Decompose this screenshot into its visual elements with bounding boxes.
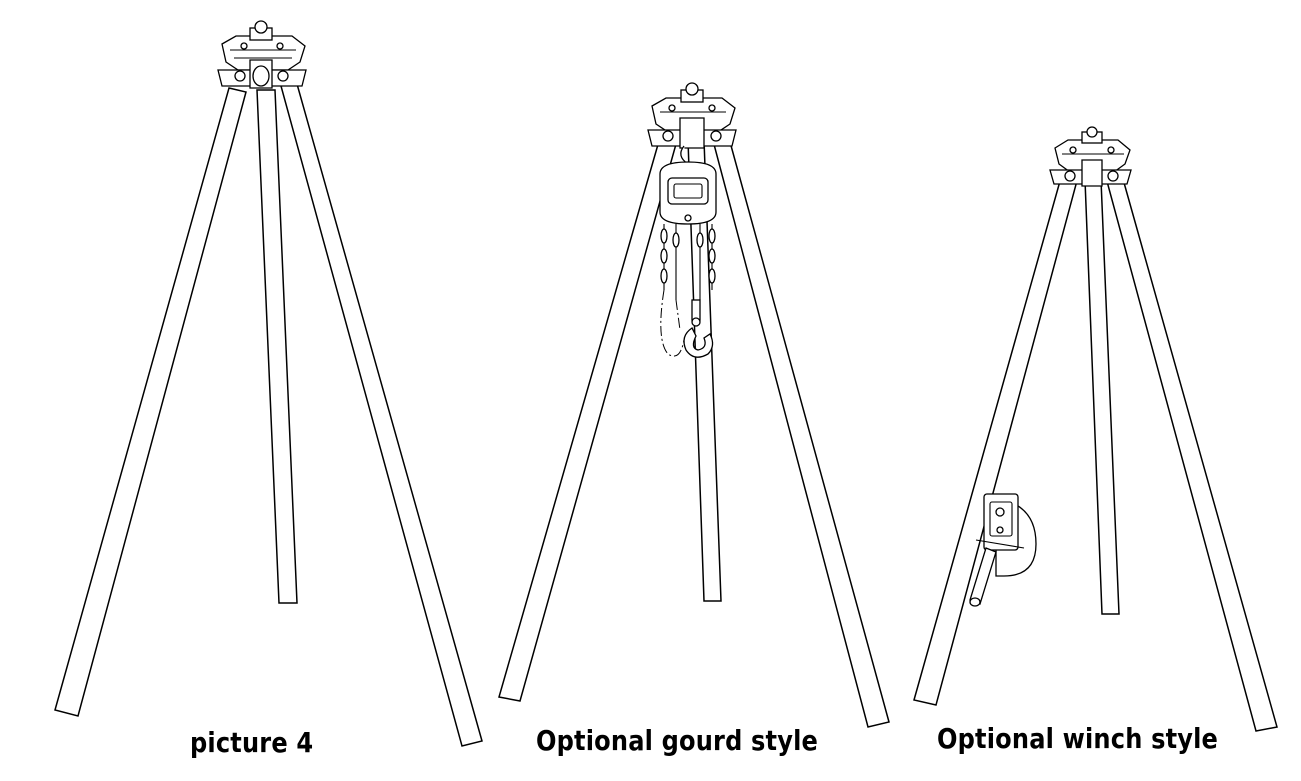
tripod-3-leg-right bbox=[1104, 171, 1278, 732]
winch bbox=[969, 493, 1037, 607]
tripod-2-head bbox=[647, 82, 737, 149]
tripod-figure-2 bbox=[498, 82, 890, 728]
hoist-hand-chain-loop bbox=[660, 289, 685, 357]
hoist-hook bbox=[683, 327, 714, 358]
tripod-3-head bbox=[1049, 126, 1132, 187]
caption-optional-winch-style: Optional winch style bbox=[937, 722, 1219, 755]
tripod-3-leg-center bbox=[1084, 179, 1120, 615]
tripod-1-leg-right bbox=[280, 83, 483, 747]
tripod-2-leg-left bbox=[498, 133, 679, 702]
tripod-3-leg-left bbox=[913, 173, 1079, 706]
tripod-1-head bbox=[217, 20, 307, 89]
tripod-1-leg-left bbox=[54, 87, 247, 717]
hoist-chains bbox=[660, 224, 716, 300]
tripod-figure-3 bbox=[913, 126, 1278, 732]
tripod-figure-1 bbox=[54, 20, 483, 747]
caption-picture-4: picture 4 bbox=[190, 726, 314, 759]
tripod-2-leg-right bbox=[710, 130, 890, 728]
tripod-1-leg-center bbox=[256, 89, 298, 604]
caption-optional-gourd-style: Optional gourd style bbox=[536, 724, 819, 757]
chain-hoist bbox=[659, 145, 717, 358]
